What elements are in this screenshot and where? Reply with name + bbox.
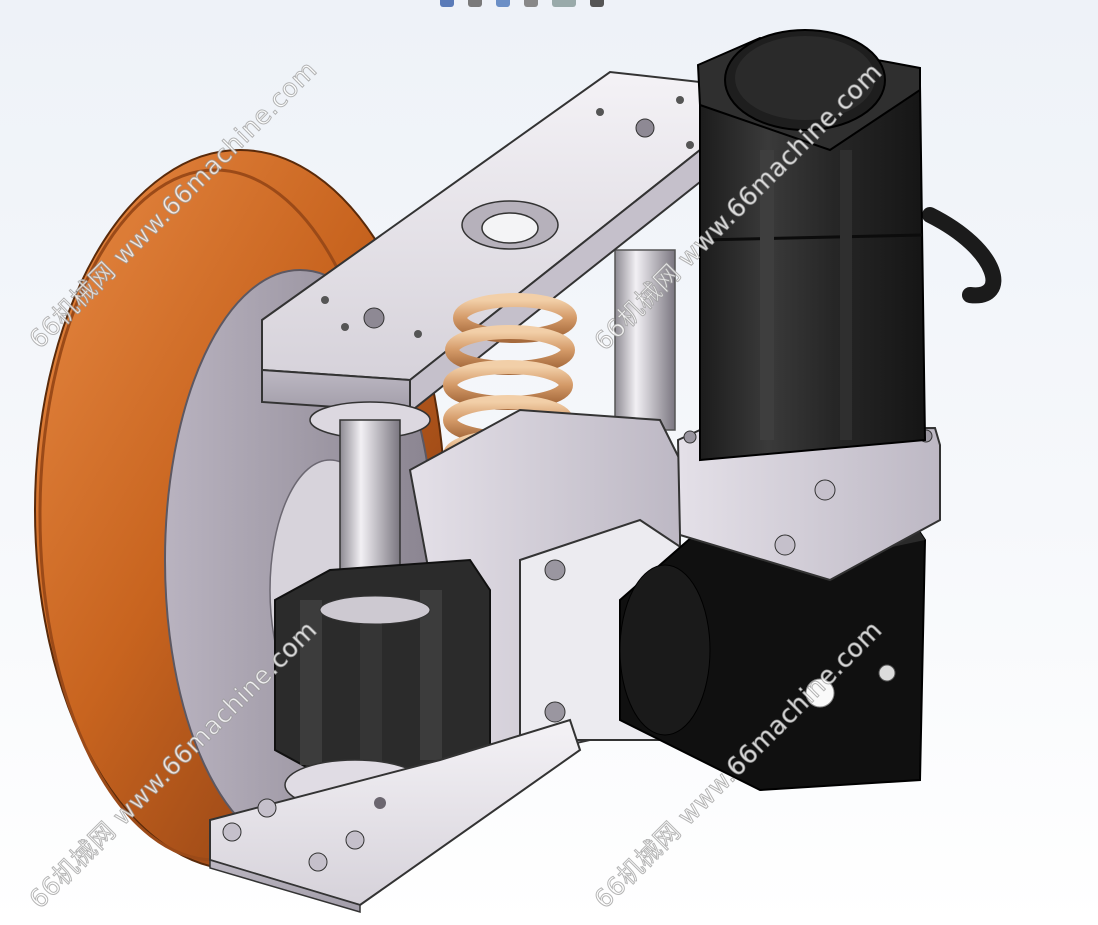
more-icon[interactable] — [590, 0, 604, 7]
rear-guide-rod — [614, 249, 676, 431]
display-style-icon[interactable] — [468, 0, 482, 7]
scene-icon[interactable] — [552, 0, 576, 7]
bottom-base-plate — [209, 718, 582, 914]
servo-motor — [696, 29, 1002, 501]
view-orientation-icon[interactable] — [440, 0, 454, 7]
linear-bearing-block — [274, 558, 491, 782]
right-angle-gearhead — [619, 523, 927, 792]
motor-flange — [676, 426, 941, 582]
section-view-icon[interactable] — [496, 0, 510, 7]
view-toolbar — [440, 0, 780, 10]
hide-show-icon[interactable] — [524, 0, 538, 7]
